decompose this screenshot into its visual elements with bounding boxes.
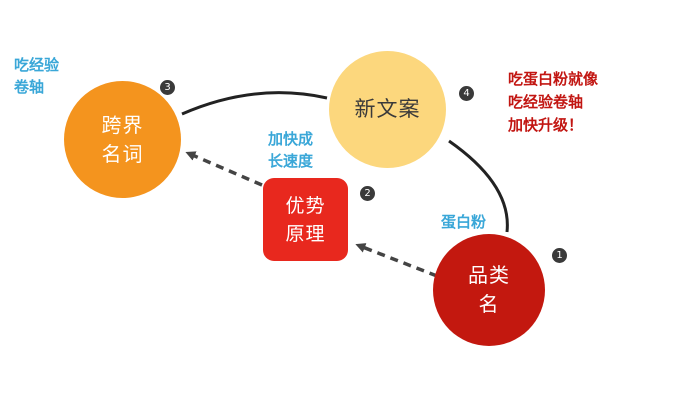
node-new-copy-label: 新文案 <box>354 97 421 121</box>
link-newcopy-to-category <box>448 139 509 233</box>
dashed-arrow-advantage-to-crossover <box>185 151 263 187</box>
node-advantage-principle-label: 优势 原理 <box>285 194 326 245</box>
badge-3: 3 <box>160 80 175 95</box>
annotation-speed-up: 加快成 长速度 <box>268 130 314 170</box>
annotation-protein: 蛋白粉 <box>441 213 487 231</box>
node-category-name-label: 品类 名 <box>468 263 510 316</box>
annotation-scroll: 吃经验 卷轴 <box>14 56 60 96</box>
badge-1: 1 <box>552 248 567 263</box>
dashed-arrow-category-to-advantage <box>355 243 438 278</box>
annotation-upgrade-note: 吃蛋白粉就像 吃经验卷轴 加快升级！ <box>508 70 599 134</box>
node-crossover-term: 跨界 名词 <box>64 81 181 198</box>
badge-4: 4 <box>459 86 474 101</box>
node-crossover-term-label: 跨界 名词 <box>101 112 144 166</box>
node-new-copy: 新文案 <box>329 51 446 168</box>
link-crossover-to-newcopy <box>181 91 328 116</box>
node-advantage-principle: 优势 原理 <box>263 178 348 261</box>
node-category-name: 品类 名 <box>433 234 545 346</box>
badge-2: 2 <box>360 186 375 201</box>
